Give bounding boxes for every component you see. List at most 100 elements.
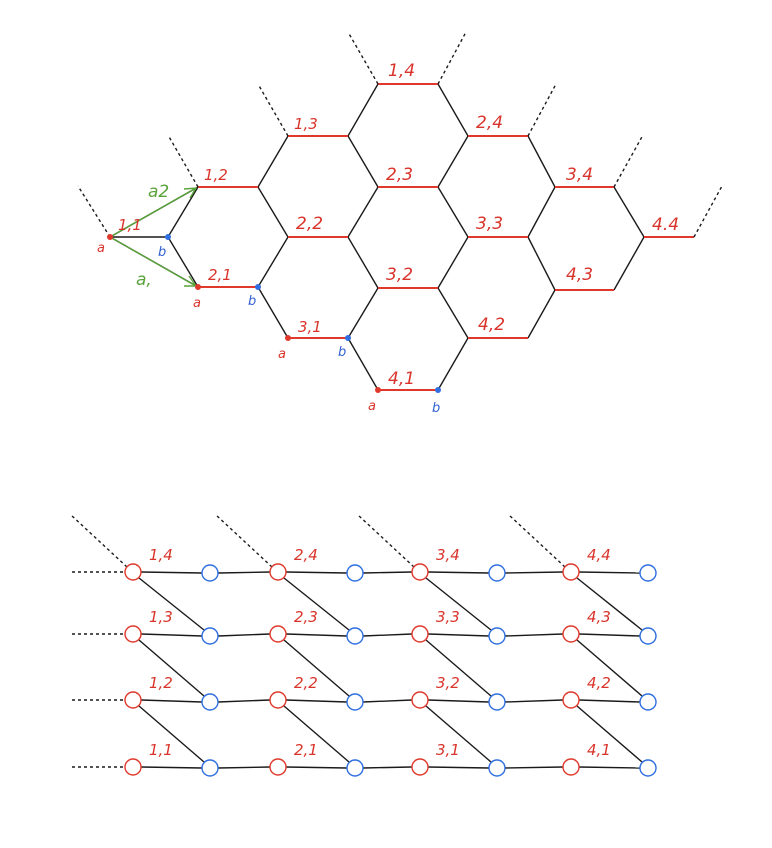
vector-a2-arrowhead <box>183 187 198 199</box>
ladder-site-b <box>639 759 657 777</box>
ladder-cell-label: 3,1 <box>436 741 460 759</box>
site-a-dot <box>285 335 291 341</box>
ladder-inter-bond <box>362 633 413 637</box>
ladder-boundary-bond <box>215 514 273 568</box>
ladder-intra-bond <box>285 571 348 574</box>
ladder-inter-bond <box>217 699 271 703</box>
site-a-dot <box>195 284 201 290</box>
cell-label-3-1: 3,1 <box>298 318 322 336</box>
ladder-inter-bond <box>217 633 271 637</box>
ladder-diagonal-bond <box>283 705 350 763</box>
ladder-inter-bond <box>217 766 271 769</box>
vector-a2-arrow <box>109 187 197 238</box>
cell-label-3-4: 3,4 <box>566 165 593 185</box>
ladder-intra-bond <box>140 571 203 574</box>
ladder-site-a <box>269 625 287 643</box>
site-b-dot <box>435 387 441 393</box>
ladder-site-a <box>562 563 580 581</box>
ladder-boundary-bond <box>508 514 566 568</box>
cell-label-1-2: 1,2 <box>204 166 228 184</box>
ladder-site-a <box>562 625 580 643</box>
cell-label-2-4: 2,4 <box>476 113 503 133</box>
ladder-site-b <box>346 693 364 711</box>
site-a-label: a <box>193 296 201 311</box>
ladder-inter-bond <box>504 633 564 637</box>
ladder-intra-bond <box>578 766 641 769</box>
ladder-cell-label: 2,2 <box>294 674 318 692</box>
ladder-bonds <box>70 514 643 769</box>
site-b-label: b <box>432 401 440 416</box>
site-b-dot <box>345 335 351 341</box>
ladder-site-b <box>346 627 364 645</box>
honeycomb-red-bonds <box>198 83 694 391</box>
site-b-label: b <box>248 294 256 309</box>
ladder-intra-bond <box>578 571 641 574</box>
ladder-cell-label: 1,4 <box>149 546 173 564</box>
ladder-diagonal-bond <box>283 577 350 631</box>
ladder-site-b <box>639 564 657 582</box>
ladder-nodes <box>124 563 657 777</box>
cell-label-1-3: 1,3 <box>294 115 318 133</box>
vector-a2-label: a2 <box>148 182 169 202</box>
cell-label-1-4: 1,4 <box>388 61 415 81</box>
ladder-site-a <box>269 758 287 776</box>
cell-label-1-1: 1,1 <box>118 216 142 234</box>
honeycomb-lattice: a2 a, a b a b a b a b 1,1 1,2 1,3 1, <box>77 31 723 416</box>
ladder-inter-bond <box>362 699 413 703</box>
cell-label-4-4: 4.4 <box>652 215 679 235</box>
ladder-intra-bond <box>427 571 490 574</box>
ladder-cell-label: 2,3 <box>294 608 318 626</box>
ladder-diagonal-bond <box>576 639 643 697</box>
ladder-cell-label: 4,3 <box>587 608 611 626</box>
ladder-cell-label: 3,3 <box>436 608 460 626</box>
ladder-cell-label: 1,2 <box>149 674 173 692</box>
ladder-intra-bond <box>285 766 348 769</box>
cell-label-3-2: 3,2 <box>386 265 413 285</box>
cell-label-2-3: 2,3 <box>386 165 413 185</box>
ladder-site-b <box>201 693 219 711</box>
ladder-site-b <box>346 564 364 582</box>
ladder-diagonal-bond <box>425 577 492 631</box>
ladder-site-b <box>488 627 506 645</box>
ladder-boundary-bond <box>357 514 415 568</box>
ladder-cell-label: 1,3 <box>149 608 173 626</box>
ladder-inter-bond <box>504 766 564 769</box>
cell-label-2-2: 2,2 <box>296 214 323 234</box>
ladder-intra-bond <box>427 766 490 769</box>
vector-a1-label: a, <box>136 270 152 290</box>
ladder-inter-bond <box>217 571 271 574</box>
ladder-site-b <box>488 759 506 777</box>
ladder-intra-bond <box>427 633 490 637</box>
ladder-intra-bond <box>285 699 348 703</box>
ladder-inter-bond <box>504 571 564 574</box>
ladder-site-a <box>124 625 142 643</box>
ladder-site-b <box>201 759 219 777</box>
ladder-diagonal-bond <box>138 705 205 763</box>
ladder-site-a <box>269 691 287 709</box>
ladder-site-b <box>201 627 219 645</box>
ladder-diagonal-bond <box>425 705 492 763</box>
ladder-site-a <box>269 563 287 581</box>
ladder-site-b <box>488 564 506 582</box>
honeycomb-black-bonds <box>109 83 645 391</box>
ladder-diagonal-bond <box>138 639 205 697</box>
ladder-diagonal-bond <box>425 639 492 697</box>
ladder-site-b <box>639 693 657 711</box>
ladder-diagonal-bond <box>283 639 350 697</box>
ladder-intra-bond <box>285 633 348 637</box>
ladder-site-a <box>411 691 429 709</box>
site-a-label: a <box>278 347 286 362</box>
ladder-inter-bond <box>504 699 564 703</box>
ladder-site-b <box>639 627 657 645</box>
lattice-vectors: a2 a, <box>109 182 198 290</box>
ladder-boundary-bond <box>70 514 128 568</box>
ladder-site-b <box>488 693 506 711</box>
site-b-dot <box>165 234 171 240</box>
ladder-site-a <box>562 691 580 709</box>
ladder-cell-label: 1,1 <box>149 741 173 759</box>
ladder-cell-label: 2,4 <box>294 546 318 564</box>
cell-label-4-3: 4,3 <box>566 265 593 285</box>
ladder-diagonal-bond <box>576 705 643 763</box>
